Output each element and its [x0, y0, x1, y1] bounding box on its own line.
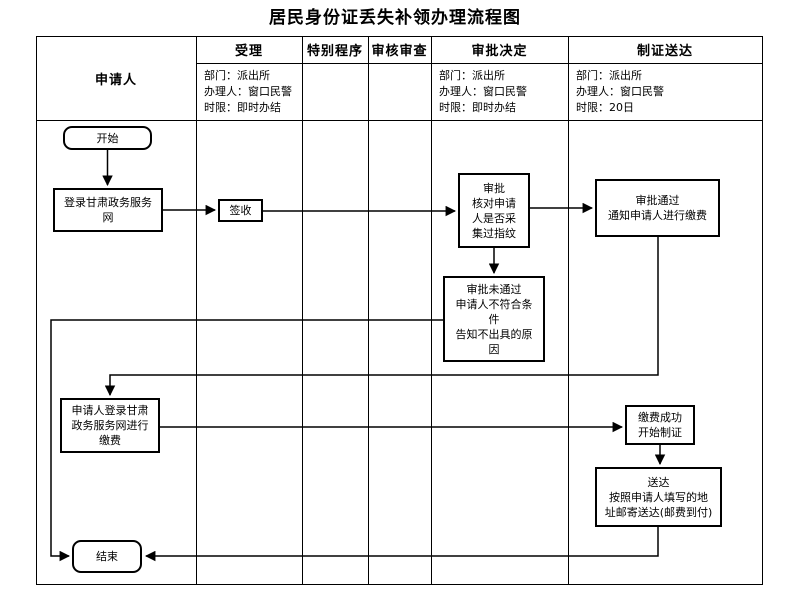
node-payment-success-make-card: 缴费成功 开始制证 — [625, 405, 695, 445]
node-start: 开始 — [63, 126, 152, 150]
node-approval-fingerprint-check: 审批 核对申请 人是否采 集过指纹 — [458, 173, 530, 248]
column-detail-acceptance: 部门：派出所 办理人：窗口民警 时限：即时办结 — [204, 69, 292, 114]
column-header-card-delivery: 制证送达 — [636, 44, 693, 59]
column-header-special-procedure: 特别程序 — [306, 44, 363, 59]
column-header-review: 审核审查 — [371, 44, 428, 59]
node-applicant-pay: 申请人登录甘肃 政务服务网进行 缴费 — [60, 398, 160, 453]
node-sign-receive: 签收 — [218, 199, 263, 222]
column-detail-card-delivery: 部门：派出所 办理人：窗口民警 时限：20日 — [576, 69, 664, 114]
connector-deliver-to-end — [144, 527, 659, 562]
page-title: 居民身份证丢失补领办理流程图 — [269, 8, 521, 28]
node-login-portal: 登录甘肃政务服务 网 — [53, 188, 163, 232]
column-header-acceptance: 受理 — [234, 44, 263, 59]
node-approved-notify-payment: 审批通过 通知申请人进行缴费 — [595, 179, 720, 237]
lane-label-applicant: 申请人 — [94, 72, 137, 88]
flow-connectors — [50, 150, 666, 562]
node-end: 结束 — [72, 540, 142, 573]
column-detail-approval-decision: 部门：派出所 办理人：窗口民警 时限：即时办结 — [439, 69, 527, 114]
node-delivery-mail: 送达 按照申请人填写的地 址邮寄送达(邮费到付) — [595, 467, 722, 527]
column-header-approval-decision: 审批决定 — [471, 44, 528, 59]
table-grid — [36, 36, 763, 585]
node-rejected-notify-reason: 审批未通过 申请人不符合条 件 告知不出具的原 因 — [443, 276, 545, 362]
connector-approved-to-pay — [104, 237, 659, 397]
connector-rejected-to-end — [50, 319, 443, 562]
